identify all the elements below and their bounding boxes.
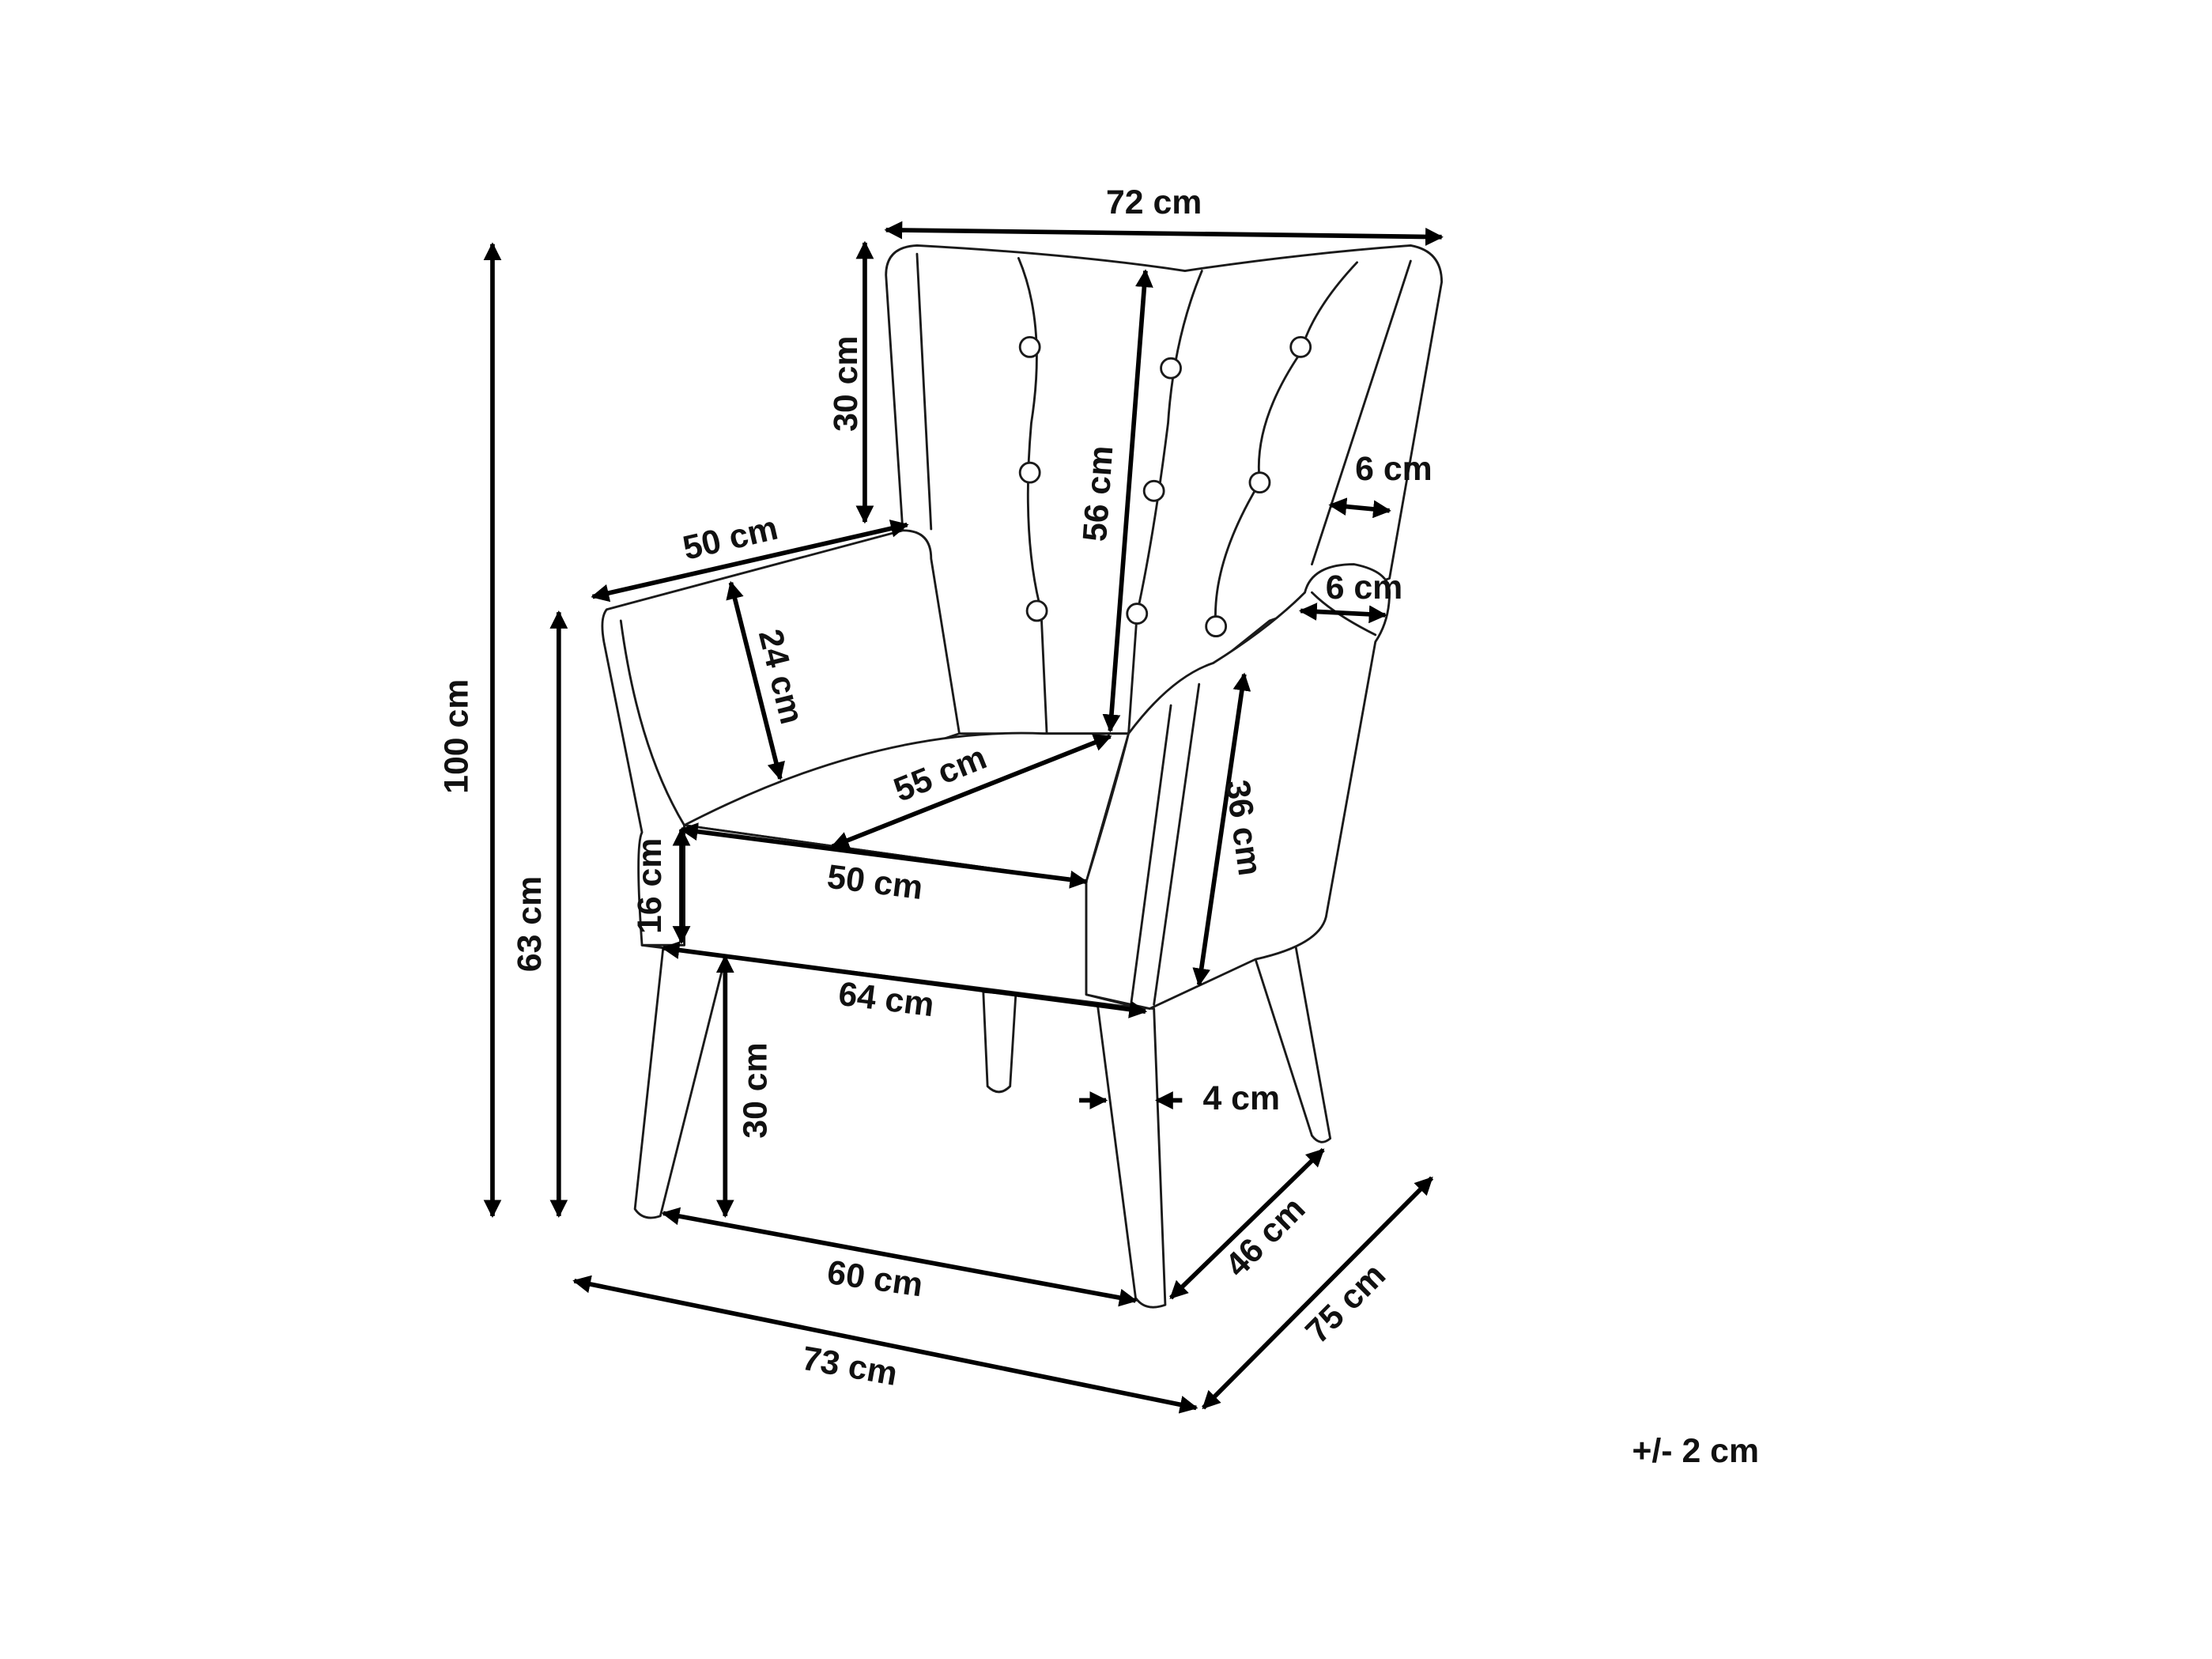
tufting-line xyxy=(1214,261,1358,631)
dimension-arrows xyxy=(483,221,1444,1414)
front-left-leg xyxy=(633,947,728,1219)
label-leg-width: 4 cm xyxy=(1202,1079,1280,1117)
label-leg-height: 30 cm xyxy=(737,1042,775,1138)
label-back-width: 72 cm xyxy=(1106,183,1202,221)
label-total-height: 100 cm xyxy=(437,679,475,794)
front-right-leg xyxy=(1096,1003,1167,1309)
back-left-leg xyxy=(982,990,1017,1094)
back-right-leg xyxy=(1254,941,1332,1143)
label-wing-thickness: 6 cm xyxy=(1355,450,1433,488)
label-total-depth: 75 cm xyxy=(1298,1256,1393,1351)
label-back-height: 56 cm xyxy=(1076,444,1120,542)
label-wing-height: 30 cm xyxy=(827,336,865,432)
label-arm-thickness: 6 cm xyxy=(1326,569,1403,607)
chair-drawing xyxy=(601,244,1444,1309)
tufting-line xyxy=(1017,257,1048,735)
label-arm-height: 63 cm xyxy=(511,876,549,972)
label-cushion-height: 16 cm xyxy=(631,838,669,934)
label-total-width: 73 cm xyxy=(799,1340,900,1393)
tolerance-note: +/- 2 cm xyxy=(1632,1432,1759,1470)
